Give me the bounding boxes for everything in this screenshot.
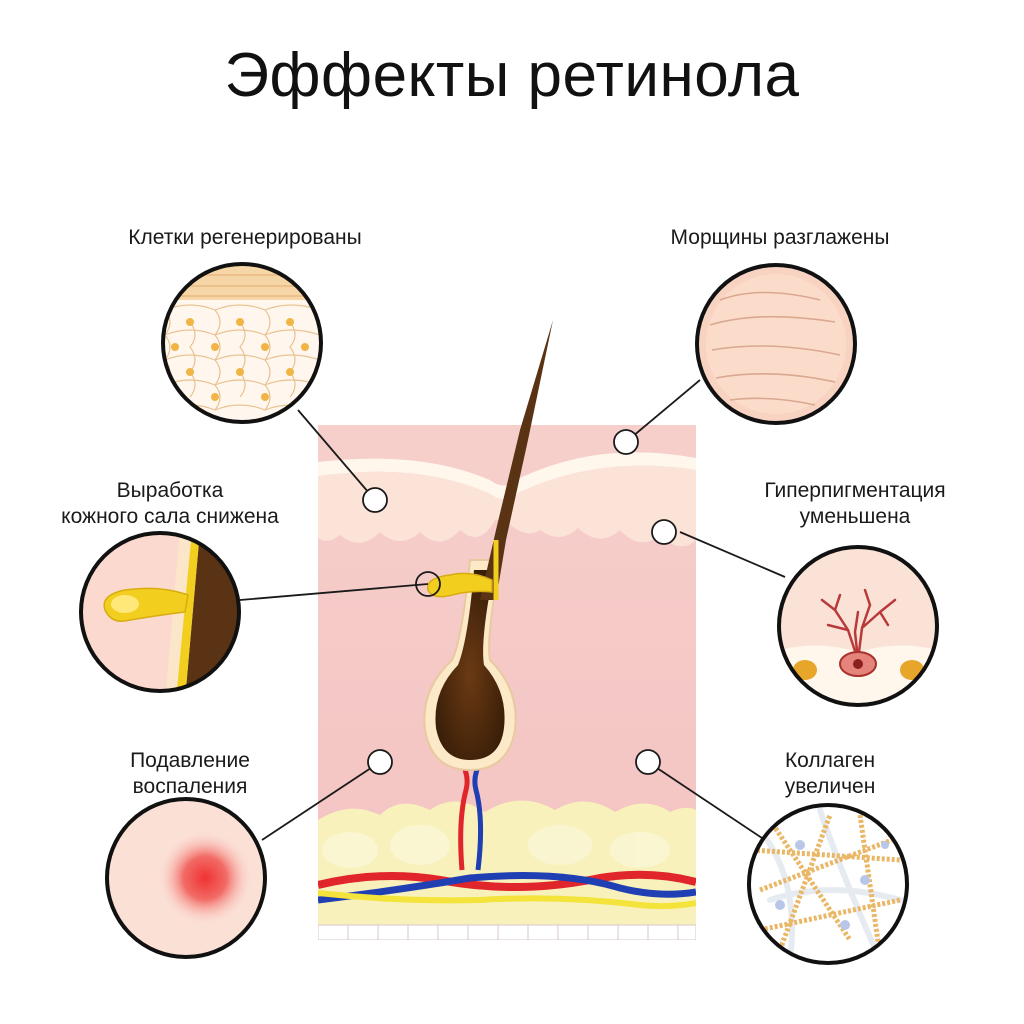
marker-wrinkles [613, 429, 639, 455]
label-collagen: Коллаген увеличен [730, 748, 930, 800]
vein [318, 872, 696, 904]
label-pigment-line-1: Гиперпигментация [764, 479, 946, 502]
label-pigment: Гиперпигментация уменьшена [715, 478, 995, 530]
circle-inflammation [105, 797, 267, 959]
label-inflammation-line-2: воспаления [132, 775, 248, 798]
label-collagen-line-1: Коллаген [784, 749, 876, 772]
hair-follicle [423, 320, 553, 772]
marker-collagen [635, 749, 661, 775]
label-inflammation-line-1: Подавление [130, 749, 250, 772]
circle-wrinkles [695, 263, 857, 425]
label-sebum-line-2: кожного сала снижена [61, 505, 279, 528]
label-wrinkles-line: Морщины разглажены [670, 226, 890, 249]
label-collagen-line-2: увеличен [784, 775, 876, 798]
circle-collagen [747, 803, 909, 965]
circle-sebum [79, 531, 241, 693]
marker-cells [362, 487, 388, 513]
nerve [318, 890, 696, 910]
label-sebum-line-1: Выработка [116, 479, 224, 502]
connectors [239, 379, 786, 841]
marker-inflammation [367, 749, 393, 775]
label-pigment-line-2: уменьшена [799, 505, 911, 528]
circle-pigment [777, 545, 939, 707]
sebaceous-gland [426, 572, 493, 598]
fat-layer [318, 800, 696, 940]
label-inflammation: Подавление воспаления [80, 748, 300, 800]
label-sebum: Выработка кожного сала снижена [20, 478, 320, 530]
epidermis-surface [318, 452, 696, 500]
circle-cells [161, 262, 323, 424]
marker-pigment [651, 519, 677, 545]
skin-block [318, 320, 696, 940]
label-cells: Клетки регенерированы [95, 225, 395, 251]
diagram-title: Эффекты ретинола [224, 41, 800, 110]
label-wrinkles: Морщины разглажены [630, 225, 930, 251]
label-cells-line: Клетки регенерированы [128, 226, 362, 249]
hair-shaft [480, 320, 553, 600]
artery [318, 870, 696, 892]
marker-sebum [415, 571, 441, 597]
